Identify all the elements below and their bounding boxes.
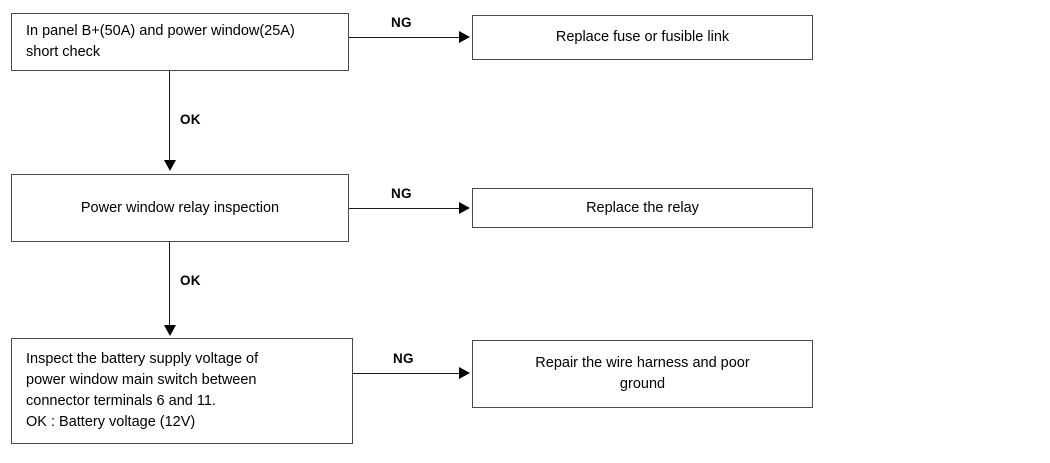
node-voltage-inspect-label: Inspect the battery supply voltage of po… [26, 351, 259, 430]
edge-label-ok-2: OK [180, 273, 201, 288]
node-fuse-check-label: In panel B+(50A) and power window(25A) s… [26, 23, 295, 60]
node-relay-inspect[interactable]: Power window relay inspection [11, 174, 349, 242]
arrowhead-right-icon [459, 31, 470, 43]
arrowhead-down-icon [164, 160, 176, 171]
connector-ok-relay-inspect [169, 242, 170, 327]
arrowhead-right-icon [459, 367, 470, 379]
connector-ng-voltage-inspect [353, 373, 461, 374]
edge-label-ng-2: NG [391, 186, 412, 201]
node-replace-relay[interactable]: Replace the relay [472, 188, 813, 228]
node-repair-harness-label: Repair the wire harness and poor ground [535, 355, 750, 392]
node-replace-relay-label: Replace the relay [586, 199, 699, 216]
node-relay-inspect-label: Power window relay inspection [80, 199, 280, 216]
connector-ng-fuse-check [349, 37, 461, 38]
arrowhead-down-icon [164, 325, 176, 336]
node-replace-fuse-label: Replace fuse or fusible link [555, 29, 730, 45]
connector-ok-fuse-check [169, 71, 170, 163]
node-replace-fuse[interactable]: Replace fuse or fusible link [472, 15, 813, 60]
node-fuse-check[interactable]: In panel B+(50A) and power window(25A) s… [11, 13, 349, 71]
node-voltage-inspect[interactable]: Inspect the battery supply voltage of po… [11, 338, 353, 444]
edge-label-ng-1: NG [391, 15, 412, 30]
connector-ng-relay-inspect [349, 208, 461, 209]
edge-label-ng-3: NG [393, 351, 414, 366]
edge-label-ok-1: OK [180, 112, 201, 127]
node-repair-harness[interactable]: Repair the wire harness and poor ground [472, 340, 813, 408]
arrowhead-right-icon [459, 202, 470, 214]
